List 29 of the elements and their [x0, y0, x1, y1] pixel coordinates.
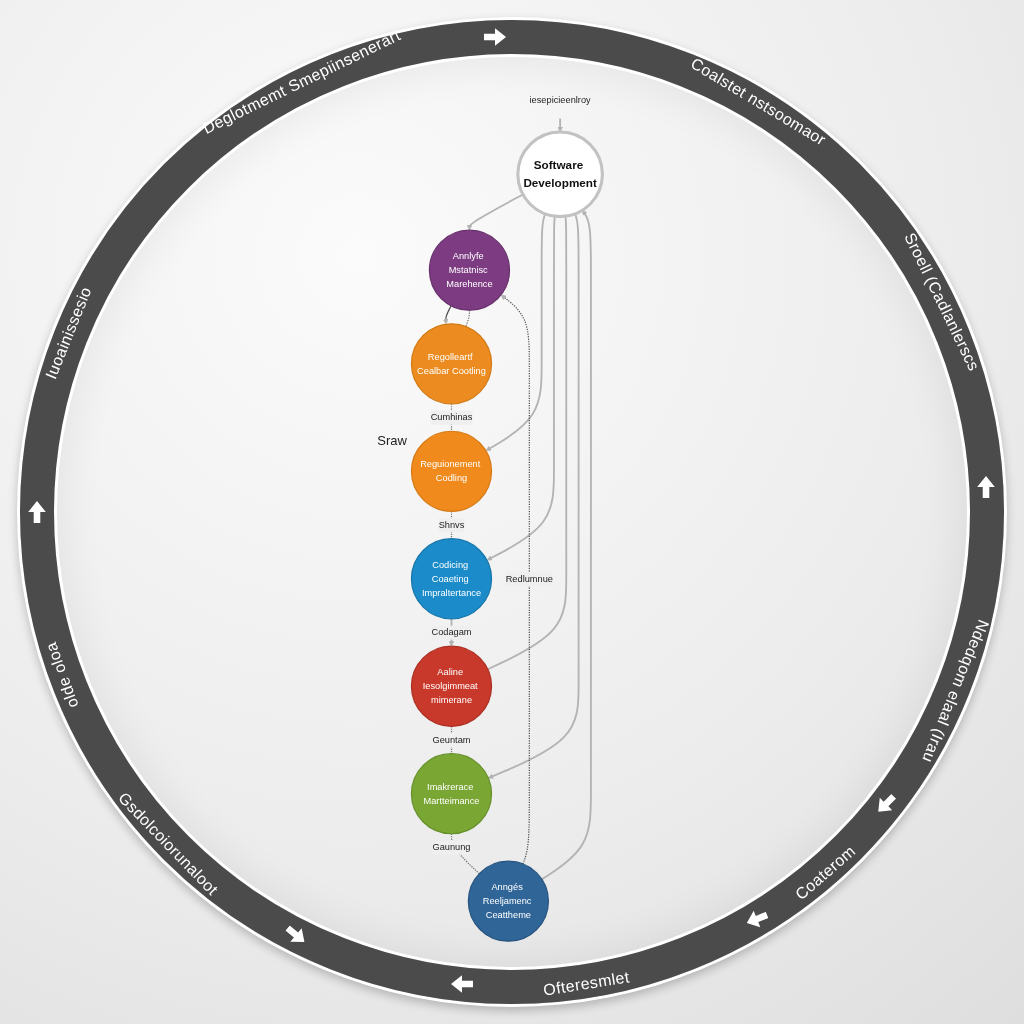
edge-label: Redlumnue	[505, 573, 553, 584]
connector	[450, 833, 480, 875]
node-circle: Annlyfe Mstatnisc Marehence	[428, 229, 510, 311]
node-circle: Software Development	[516, 130, 604, 219]
connector	[450, 510, 452, 540]
node-text: iesepicieenlroy	[529, 94, 591, 106]
node-circle: Reguionement Codling	[410, 430, 492, 513]
edge-label: Cumhinas	[430, 411, 473, 423]
connector	[450, 403, 452, 432]
arrow	[487, 213, 580, 779]
connector	[486, 215, 568, 671]
connector	[450, 725, 452, 755]
arrow	[442, 305, 452, 325]
ring-label: Ofteresmlet	[542, 968, 632, 1000]
edge-label: Shnvs	[438, 519, 465, 530]
edge-label: Geuntam	[432, 734, 471, 745]
text-label: Sraw	[377, 433, 407, 450]
node-circle: Codicing Coaeting Impraltertance	[410, 538, 492, 620]
arrow	[485, 213, 546, 452]
arrow	[540, 210, 592, 881]
edge-label: Codagam	[431, 626, 472, 638]
node-circle: Anngés Reeljamenc Ceattheme	[467, 860, 549, 942]
ring-label: olde oloa	[42, 640, 83, 711]
arrow	[486, 215, 556, 561]
node-circle: Regolleartf Cealbar Cootling	[410, 323, 492, 405]
arrow	[557, 117, 563, 133]
node-circle: Aaline Iesolgimmeat mimerane	[410, 645, 492, 728]
node-circle: Imakrerace Martteimance	[410, 753, 492, 835]
edge-label: Gaunung	[432, 841, 471, 853]
